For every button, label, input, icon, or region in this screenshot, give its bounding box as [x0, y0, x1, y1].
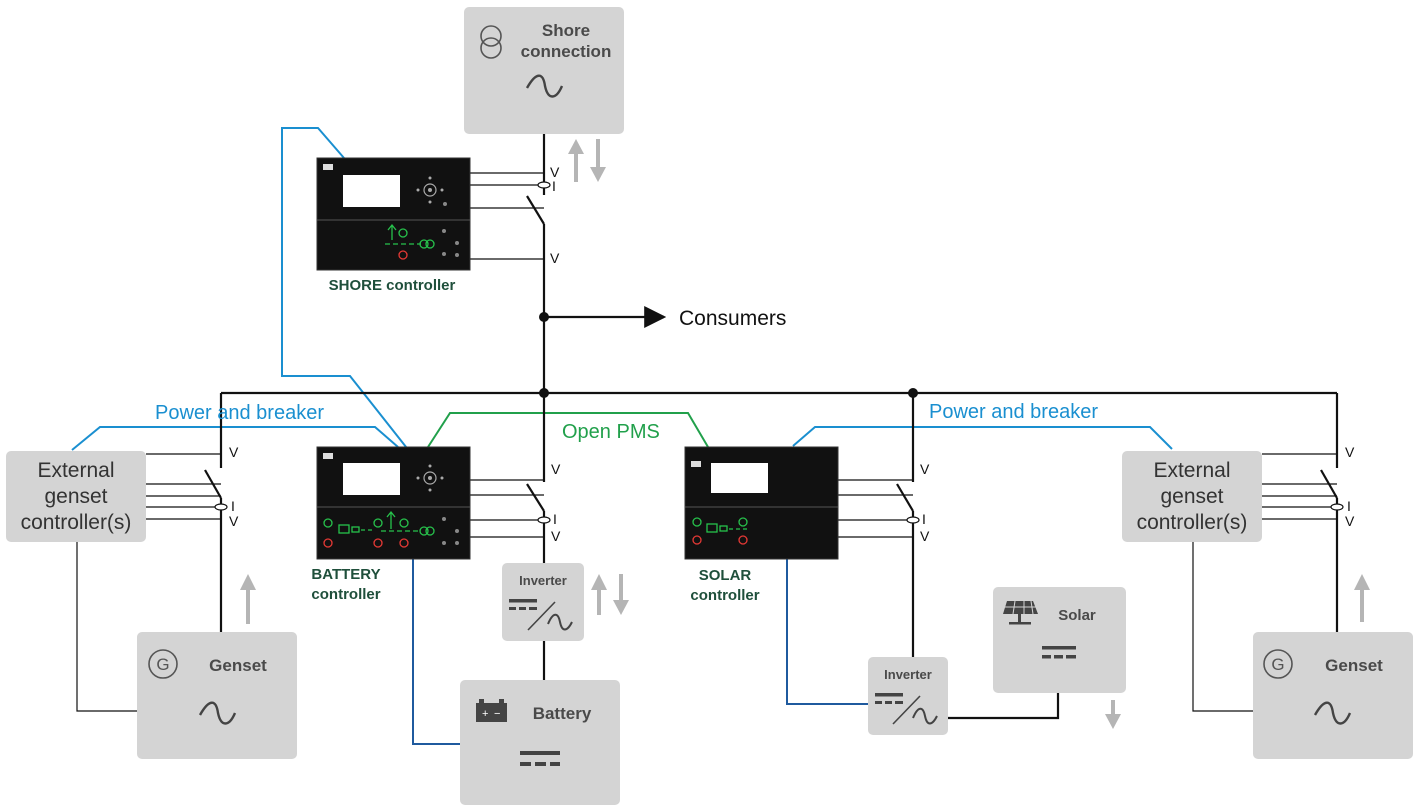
arrow-up-icon — [240, 574, 256, 624]
battery-label: Battery — [533, 704, 592, 723]
battery-controller — [316, 446, 471, 560]
i-label: I — [553, 511, 557, 527]
controller-display — [343, 175, 400, 207]
v-label: V — [1345, 513, 1355, 529]
v-label: V — [920, 461, 930, 477]
dc-symbol-icon — [1042, 646, 1076, 659]
external-genset-controller-right: External genset controller(s) — [1122, 451, 1262, 542]
inverter-battery-label: Inverter — [519, 573, 567, 588]
dc-ac-converter-icon — [875, 693, 938, 725]
external-left-line3: controller(s) — [21, 511, 132, 534]
svg-text:+: + — [482, 708, 488, 720]
arrow-up-icon — [1354, 574, 1370, 622]
arrow-down-icon — [613, 574, 629, 615]
svg-text:−: − — [494, 708, 500, 720]
open-pms-label: Open PMS — [562, 421, 660, 443]
solar-label: Solar — [1058, 607, 1096, 624]
v-label: V — [551, 461, 561, 477]
dc-symbol-icon — [520, 751, 560, 766]
solar-box: Solar — [993, 587, 1126, 693]
power-breaker-line-left — [71, 426, 399, 451]
arrow-up-icon — [591, 574, 607, 615]
external-genset-controller-left: External genset controller(s) — [6, 451, 146, 542]
consumers-label: Consumers — [679, 307, 786, 330]
i-label: I — [922, 511, 926, 527]
generator-icon — [148, 649, 178, 679]
external-right-line3: controller(s) — [1137, 511, 1248, 534]
genset-right-label: Genset — [1325, 656, 1383, 675]
arrow-up-icon — [568, 139, 584, 182]
sine-wave-icon — [1313, 701, 1352, 725]
solar-controller — [684, 446, 839, 560]
open-pms-line — [427, 412, 709, 448]
power-breaker-line-right — [792, 426, 1173, 450]
v-label: V — [550, 164, 560, 180]
svg-text:G: G — [1271, 655, 1284, 674]
v-label: V — [551, 528, 561, 544]
v-label: V — [229, 513, 239, 529]
junction-dot — [539, 312, 549, 322]
inverter-solar-label: Inverter — [884, 667, 932, 682]
arrow-down-icon — [590, 139, 606, 182]
sine-wave-icon — [198, 701, 237, 725]
genset-left: G Genset — [137, 632, 297, 759]
measurement-labels: V I V V I V V I V V I V V I V — [229, 164, 1355, 544]
flow-arrows — [240, 139, 1370, 729]
solar-controller-label-line1: SOLAR — [699, 567, 752, 584]
nav-keypad-icon — [423, 471, 437, 485]
controller-display — [711, 463, 768, 493]
dc-ac-converter-icon — [509, 599, 573, 631]
i-label: I — [231, 498, 235, 514]
v-label: V — [920, 528, 930, 544]
measurement-taps — [146, 172, 1344, 538]
i-label: I — [1347, 498, 1351, 514]
solar-controller-label-line2: controller — [690, 587, 759, 604]
inverter-battery: Inverter — [502, 563, 584, 641]
v-label: V — [550, 250, 560, 266]
solar-dc-line — [786, 558, 868, 705]
external-right-line1: External — [1153, 459, 1230, 482]
genset-right: G Genset — [1253, 632, 1413, 759]
transformer-icon — [480, 25, 502, 59]
shore-title-line1: Shore — [542, 21, 590, 40]
svg-text:G: G — [156, 655, 169, 674]
external-left-line1: External — [37, 459, 114, 482]
inverter-solar: Inverter — [868, 657, 948, 735]
shore-comm-line — [281, 127, 411, 453]
shore-controller-label: SHORE controller — [329, 277, 456, 294]
battery-box: +− Battery — [460, 680, 620, 805]
shore-connection-box: Shore connection — [464, 7, 624, 134]
comm-lines — [71, 127, 1173, 745]
controller-display — [343, 463, 400, 495]
external-right-line2: genset — [1160, 485, 1223, 508]
battery-controller-label-line2: controller — [311, 586, 380, 603]
shore-title-line2: connection — [521, 42, 612, 61]
shore-controller — [316, 157, 471, 271]
power-breaker-label-left: Power and breaker — [155, 402, 324, 424]
v-label: V — [229, 444, 239, 460]
i-label: I — [552, 178, 556, 194]
external-left-line2: genset — [44, 485, 107, 508]
bus-wiring — [76, 134, 1339, 720]
arrow-down-icon — [1105, 700, 1121, 729]
genset-left-label: Genset — [209, 656, 267, 675]
battery-controller-label-line1: BATTERY — [311, 566, 380, 583]
sine-wave-icon — [525, 74, 564, 98]
v-label: V — [1345, 444, 1355, 460]
nav-keypad-icon — [423, 183, 437, 197]
battery-icon: +− — [476, 699, 507, 722]
battery-dc-line — [412, 558, 462, 745]
power-breaker-label-right: Power and breaker — [929, 401, 1098, 423]
generator-icon — [1263, 649, 1293, 679]
